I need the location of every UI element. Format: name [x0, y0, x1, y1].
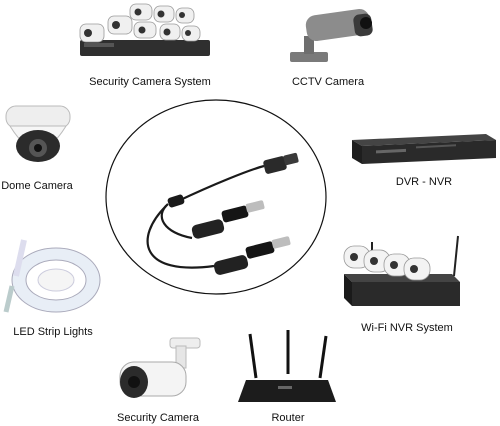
- label-security-camera: Security Camera: [117, 412, 199, 424]
- cctv-camera-image: [284, 4, 380, 66]
- label-router: Router: [271, 412, 305, 424]
- label-led-strip-lights: LED Strip Lights: [13, 326, 93, 338]
- security-camera-system-image: [68, 2, 218, 64]
- router-image: [236, 330, 338, 410]
- label-dvr-nvr: DVR - NVR: [395, 176, 453, 188]
- dvr-nvr-image: [346, 128, 498, 168]
- led-strip-lights-image: [2, 236, 104, 318]
- label-cctv-camera: CCTV Camera: [291, 76, 365, 88]
- label-wifi-nvr-system: Wi-Fi NVR System: [361, 322, 453, 334]
- center-circle: [104, 98, 328, 296]
- dome-camera-image: [2, 100, 74, 172]
- splitter-cable: [146, 152, 299, 275]
- label-security-camera-system: Security Camera System: [89, 76, 211, 88]
- security-camera-image: [114, 336, 204, 406]
- label-dome-camera: Dome Camera: [1, 180, 73, 192]
- wifi-nvr-system-image: [342, 232, 462, 318]
